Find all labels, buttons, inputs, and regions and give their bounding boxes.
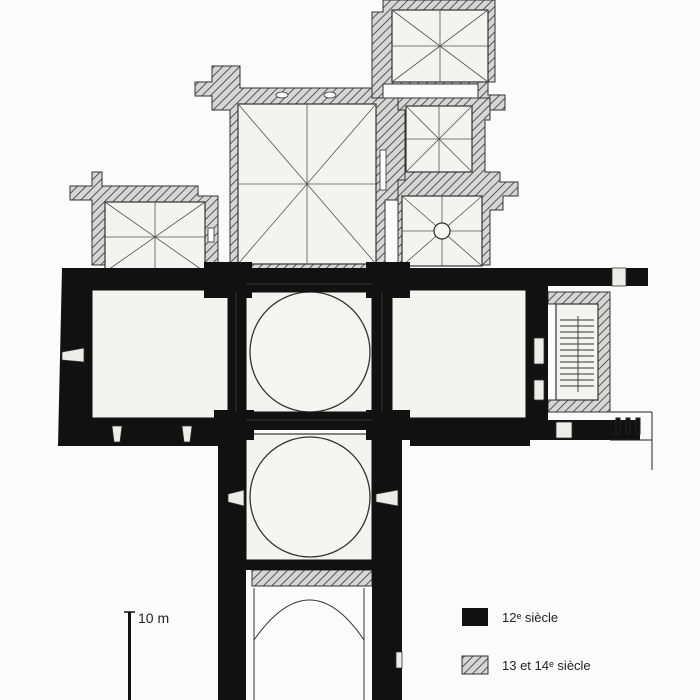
scale-label: 10 m [138, 610, 170, 626]
legend-label-13th-14th: 13 et 14ᵉ siècle [502, 658, 591, 673]
legend-label-12th: 12ᵉ siècle [502, 610, 559, 625]
wall-openings [61, 267, 627, 669]
stair [560, 316, 594, 392]
east-extension [610, 411, 653, 470]
vault-ribs [104, 9, 489, 273]
domes [249, 222, 451, 558]
pilaster-lines [235, 283, 383, 700]
legend-swatch-13th-14th [461, 655, 489, 675]
scale-bar [124, 611, 135, 700]
ornament-dots [207, 91, 387, 243]
legend-swatch-12th [462, 608, 488, 626]
